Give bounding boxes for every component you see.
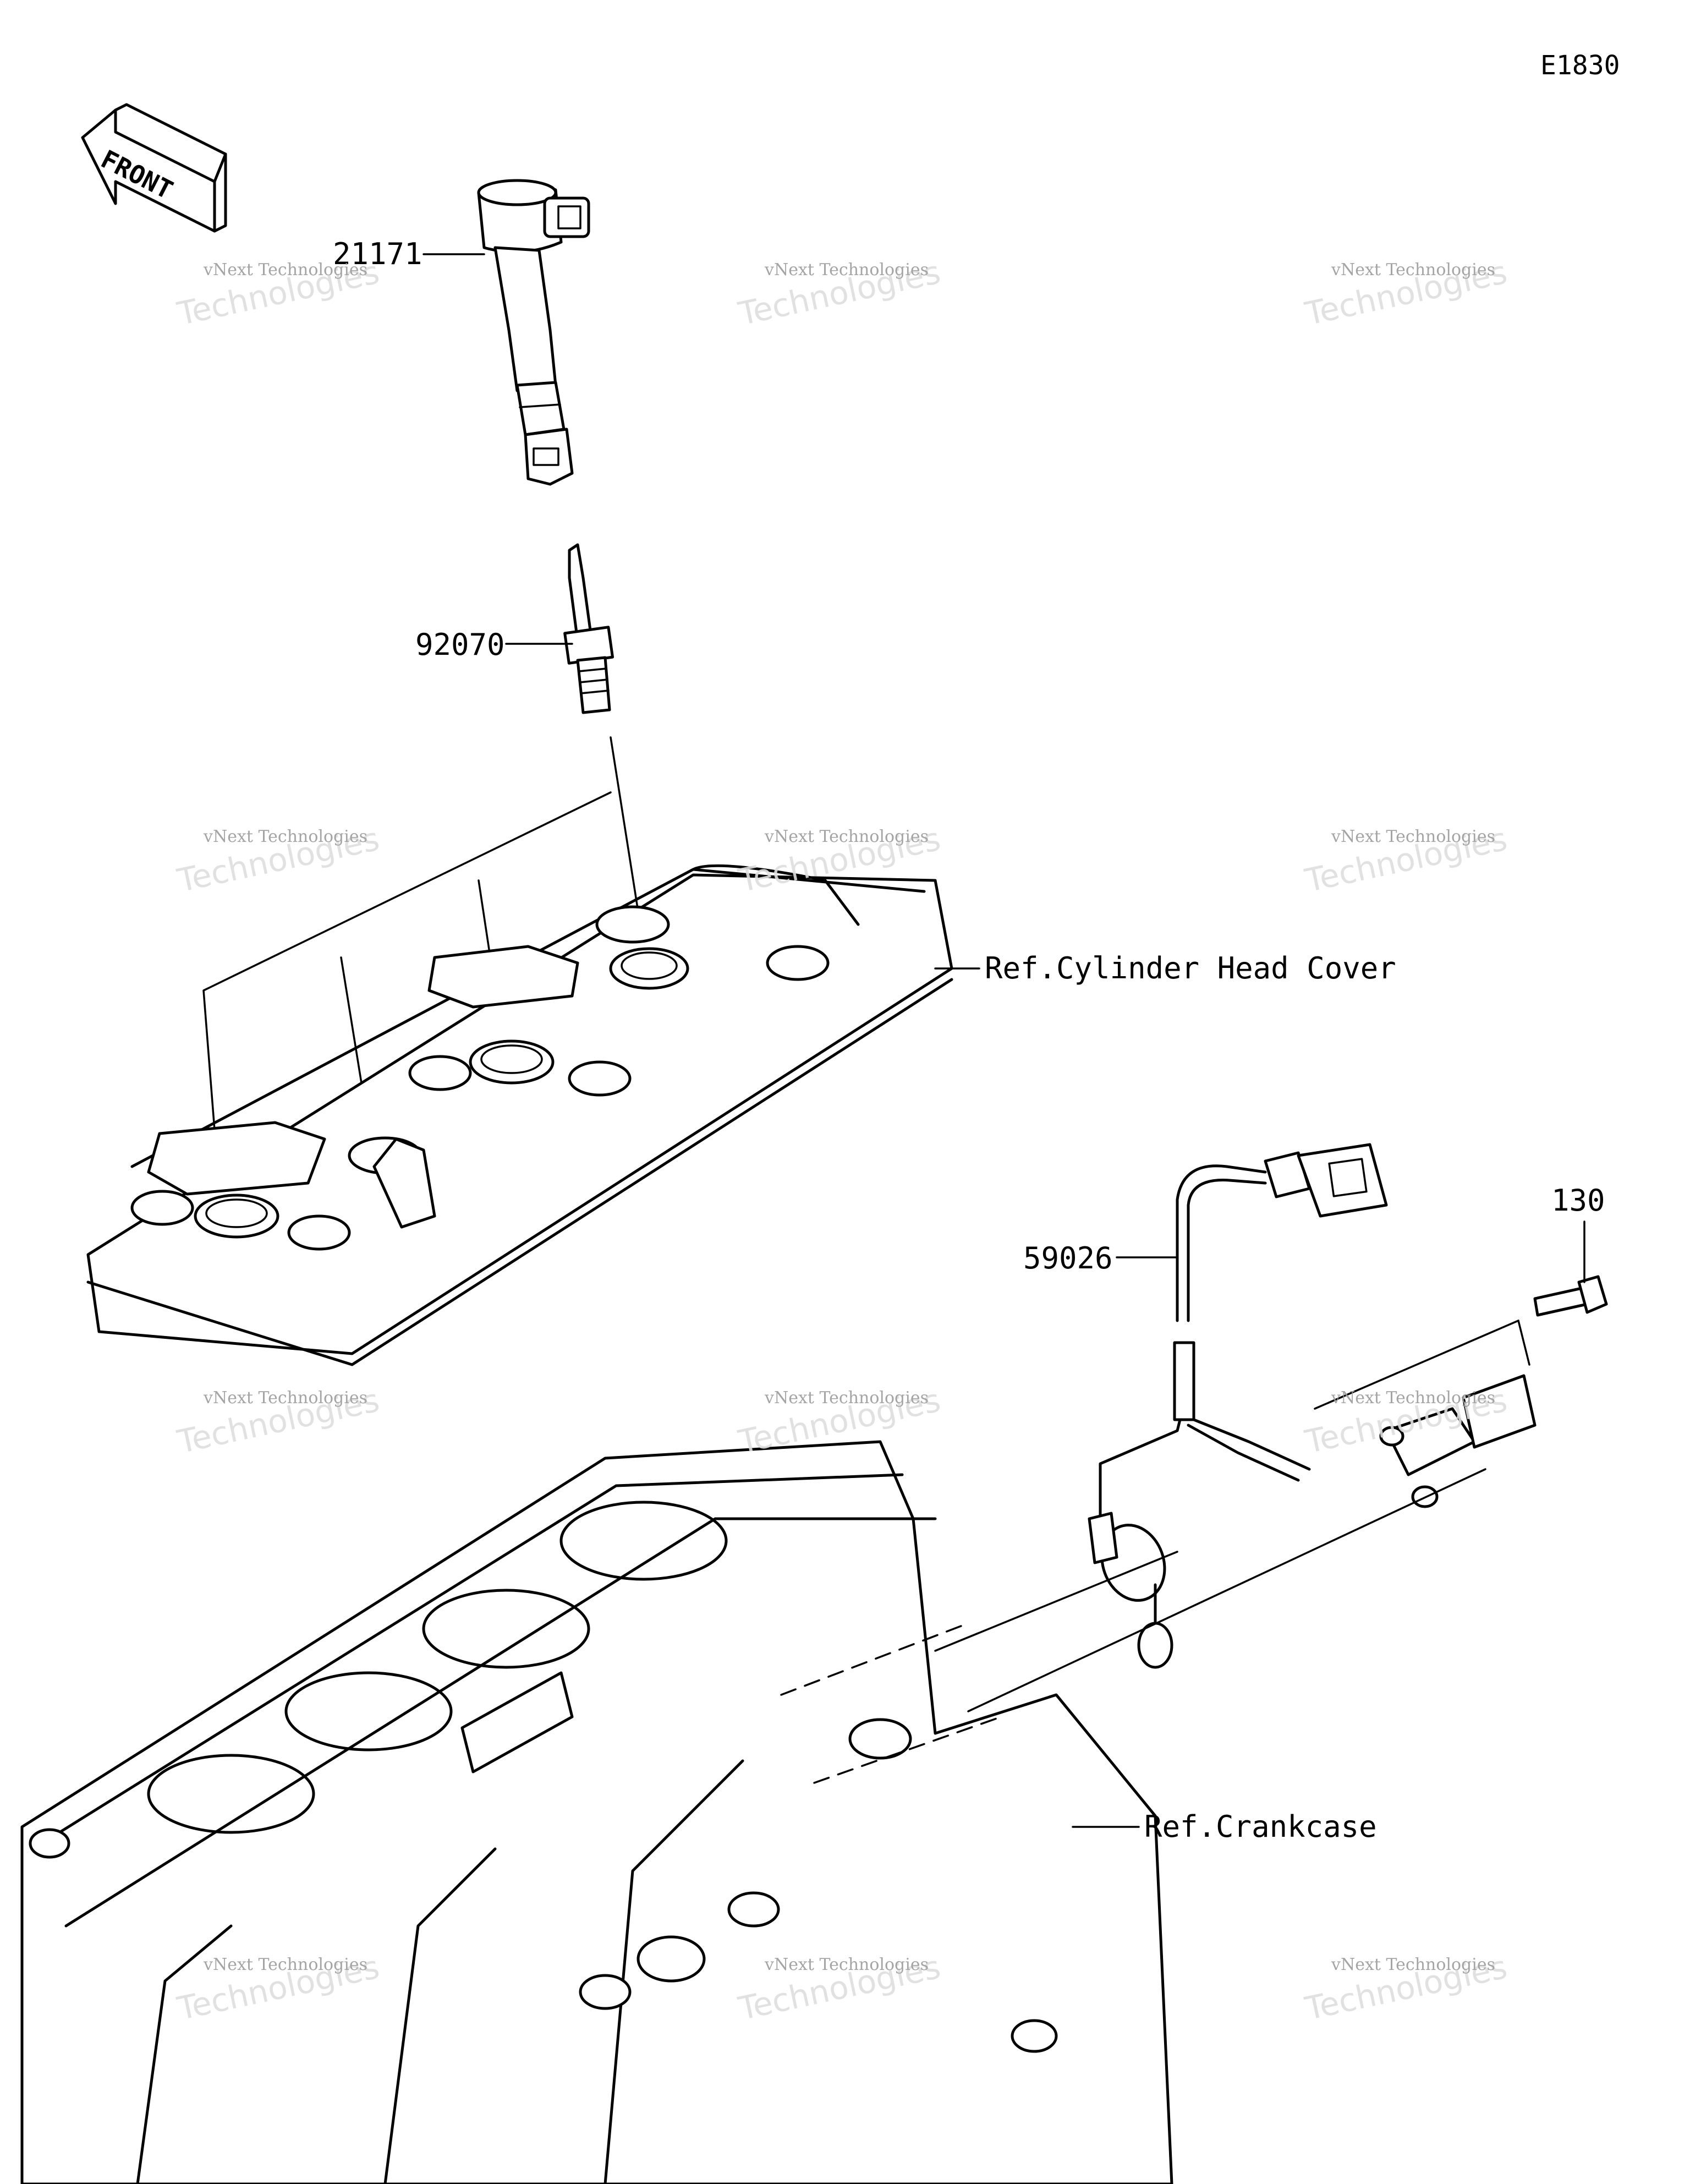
front-arrow-icon: FRONT — [81, 103, 227, 233]
crankshaft-sensor — [1088, 1143, 1537, 1669]
ref-cylinder-head-cover: Ref.Cylinder Head Cover — [985, 951, 1396, 986]
svg-text:vNext Technologies: vNext Technologies — [764, 1388, 929, 1408]
svg-text:vNext Technologies: vNext Technologies — [1331, 260, 1495, 280]
ignition-coil — [477, 179, 590, 486]
svg-text:vNext Technologies: vNext Technologies — [203, 1388, 367, 1408]
part-number-59026[interactable]: 59026 — [1023, 1241, 1113, 1276]
part-number-92070[interactable]: 92070 — [415, 627, 505, 662]
svg-text:vNext Technologies: vNext Technologies — [1331, 1955, 1495, 1974]
part-number-130[interactable]: 130 — [1551, 1183, 1605, 1218]
bolt — [1533, 1275, 1608, 1317]
svg-text:vNext Technologies: vNext Technologies — [1331, 1388, 1495, 1408]
svg-text:vNext Technologies: vNext Technologies — [764, 260, 929, 280]
svg-text:vNext Technologies: vNext Technologies — [203, 827, 367, 846]
crankcase — [20, 1440, 1173, 2184]
cylinder-head-cover — [86, 864, 953, 1366]
part-number-21171[interactable]: 21171 — [333, 237, 422, 271]
sensor-install-lines — [780, 1320, 1530, 1784]
ref-crankcase: Ref.Crankcase — [1144, 1809, 1377, 1844]
svg-text:vNext Technologies: vNext Technologies — [1331, 827, 1495, 846]
svg-text:vNext Technologies: vNext Technologies — [764, 1955, 929, 1974]
svg-text:vNext Technologies: vNext Technologies — [764, 827, 929, 846]
diagram-code: E1830 — [1540, 50, 1620, 81]
svg-text:vNext Technologies: vNext Technologies — [203, 260, 367, 280]
svg-text:vNext Technologies: vNext Technologies — [203, 1955, 367, 1974]
spark-plug — [563, 543, 614, 714]
